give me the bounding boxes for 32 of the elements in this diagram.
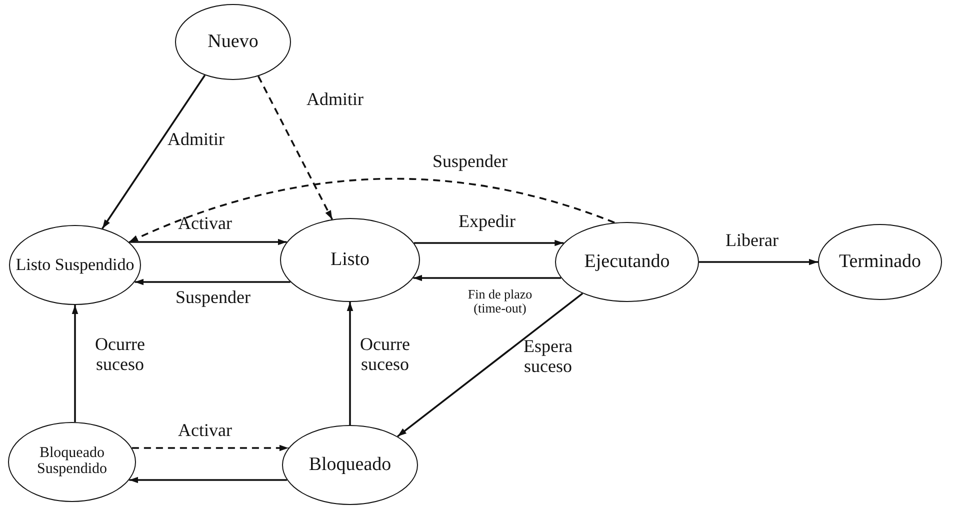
arrow — [258, 76, 333, 220]
state-label: Bloqueado — [308, 455, 392, 475]
arrow — [134, 278, 290, 286]
state-label: Terminado — [838, 252, 922, 272]
edge-label: Activar — [178, 421, 232, 441]
arrow — [129, 238, 287, 246]
edge-label: Liberar — [726, 231, 778, 251]
arrow — [102, 74, 206, 230]
edge-label: Activar — [178, 214, 232, 234]
edge-label: Espera suceso — [522, 337, 574, 377]
arrow — [128, 178, 615, 243]
edge-label: Admitir — [306, 90, 364, 110]
state-label: Bloqueado Suspendido — [36, 446, 108, 478]
edge-label: Ocurre suceso — [94, 335, 146, 375]
state-label: Ejecutando — [584, 252, 670, 272]
edge-label: Fin de plazo (time-out) — [466, 288, 534, 316]
edge-label: Ocurre suceso — [359, 335, 411, 375]
arrow — [346, 302, 354, 425]
state-label: Listo Suspendido — [16, 256, 134, 274]
arrow — [72, 305, 78, 422]
state-label: Nuevo — [208, 32, 258, 52]
arrow — [413, 274, 561, 282]
state-label: Listo — [330, 250, 370, 270]
edge-label: Admitir — [168, 130, 224, 150]
arrow — [129, 476, 287, 484]
arrow — [397, 292, 584, 438]
arrow — [699, 258, 818, 266]
edge-label: Suspender — [432, 152, 508, 172]
arrow — [132, 444, 288, 452]
arrow — [414, 240, 564, 246]
edge-label: Expedir — [458, 212, 516, 232]
edge-label: Suspender — [176, 288, 250, 308]
